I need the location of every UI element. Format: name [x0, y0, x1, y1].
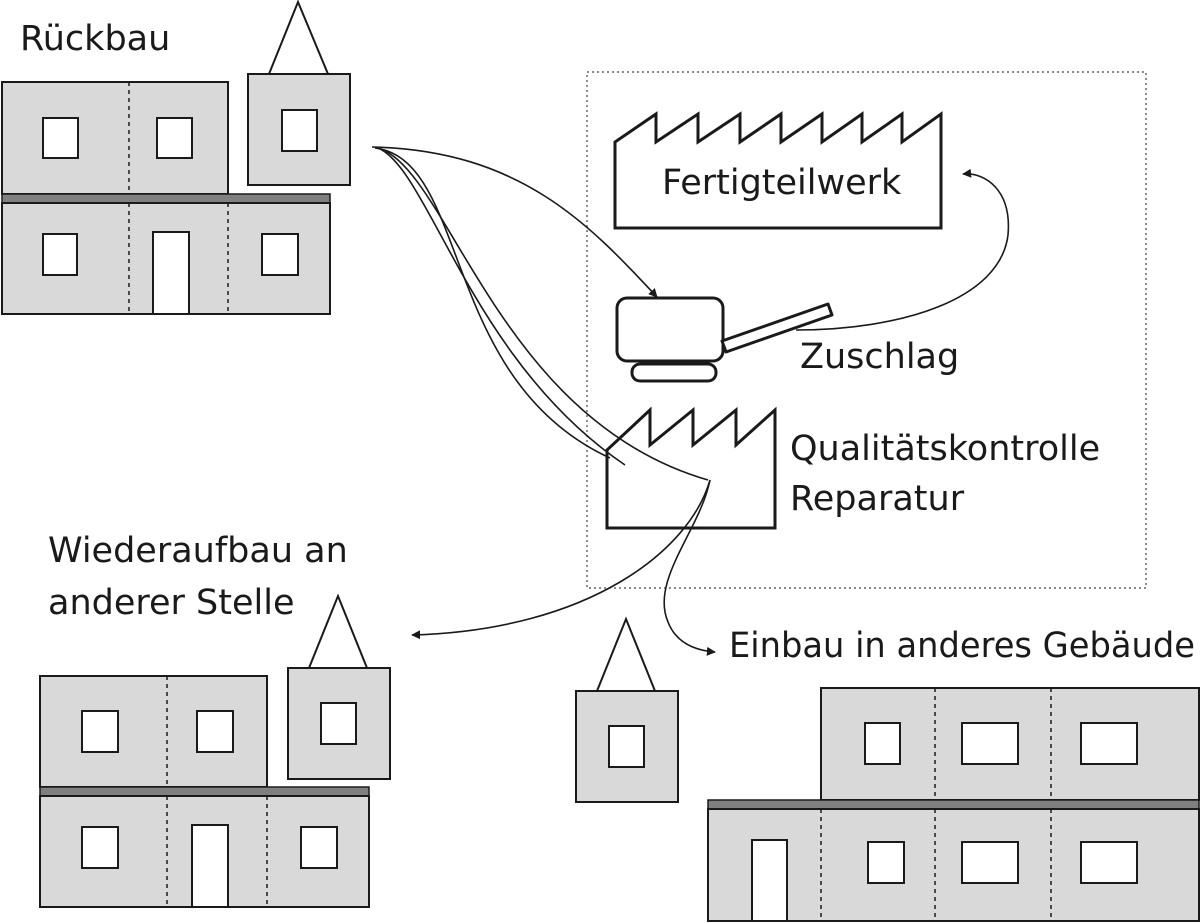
- label-wiederaufbau-line2: anderer Stelle: [48, 583, 295, 623]
- hoisted-panel-einbau: [575, 616, 679, 803]
- floor-slab: [39, 786, 370, 797]
- window: [156, 117, 193, 159]
- building-einbau: [707, 687, 1200, 922]
- label-qualitaetskontrolle: Qualitätskontrolle: [790, 429, 1100, 469]
- hoisted-panel-wiederaufbau: [287, 593, 391, 780]
- flow-rueckbau-to-qc-b: [377, 147, 626, 466]
- door: [191, 824, 229, 908]
- window: [1080, 841, 1138, 884]
- building-wiederaufbau: [39, 675, 370, 908]
- label-rueckbau: Rückbau: [20, 19, 170, 59]
- window: [864, 722, 901, 765]
- window: [42, 233, 78, 276]
- crusher-icon: [615, 296, 834, 383]
- window: [281, 109, 318, 152]
- building-rueckbau: [1, 81, 331, 315]
- window: [81, 826, 119, 869]
- fertigteilwerk-factory-icon: [613, 111, 943, 230]
- label-zuschlag: Zuschlag: [800, 337, 959, 377]
- label-wiederaufbau-line1: Wiederaufbau an: [48, 531, 348, 571]
- arrow-crusher-to-fertigteilwerk: [795, 168, 1010, 331]
- recycling-zone-border: [586, 71, 1147, 589]
- floor-slab: [707, 799, 1200, 810]
- arrow-qc-to-wiederaufbau: [411, 479, 711, 640]
- qualitaetskontrolle-factory-icon: [605, 406, 777, 530]
- door: [751, 839, 788, 922]
- door: [152, 231, 190, 315]
- window: [961, 722, 1019, 765]
- hoisted-panel-rueckbau: [247, 0, 351, 186]
- crane-sling: [268, 0, 329, 75]
- crane-sling: [308, 593, 368, 669]
- window: [961, 841, 1019, 884]
- window: [261, 233, 299, 276]
- label-reparatur: Reparatur: [790, 479, 965, 519]
- window: [81, 710, 119, 753]
- window: [1080, 722, 1138, 765]
- window: [42, 117, 79, 159]
- window: [300, 826, 338, 869]
- label-fertigteilwerk: Fertigteilwerk: [662, 163, 902, 203]
- arrow-rueckbau-to-crusher: [371, 146, 658, 298]
- upper-wall-panel: [1, 81, 229, 195]
- window: [608, 725, 645, 768]
- label-einbau: Einbau in anderes Gebäude: [729, 626, 1195, 666]
- floor-slab: [1, 193, 331, 204]
- crane-sling: [596, 616, 656, 692]
- window: [196, 710, 234, 753]
- window: [320, 702, 357, 745]
- window: [867, 841, 905, 884]
- flow-rueckbau-to-qc-c: [380, 148, 709, 481]
- arrow-qc-to-einbau: [663, 479, 716, 656]
